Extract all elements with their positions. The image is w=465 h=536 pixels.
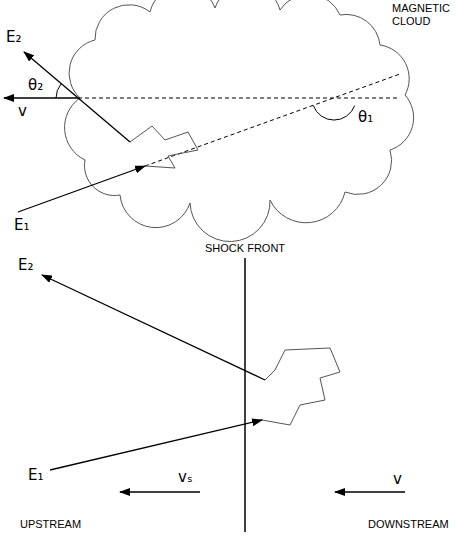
velocity-label: vₛ xyxy=(178,468,192,486)
cloud-label: MAGNETIC CLOUD xyxy=(392,2,460,28)
shock-front xyxy=(244,258,246,532)
dashed-line xyxy=(145,74,400,166)
velocity-arrow xyxy=(335,491,405,492)
velocity-label: v xyxy=(18,102,27,120)
angle-label: θ₁ xyxy=(358,108,373,126)
velocity-arrow xyxy=(120,491,200,492)
velocity-label: v xyxy=(393,470,402,488)
particle-path xyxy=(262,348,340,425)
velocity-arrow xyxy=(4,97,78,98)
region-label: DOWNSTREAM xyxy=(368,518,449,531)
shock-label: SHOCK FRONT xyxy=(205,242,285,255)
particle-path xyxy=(130,126,198,168)
angle-label: θ₂ xyxy=(28,76,43,94)
region-label: UPSTREAM xyxy=(20,518,81,531)
dashed-line xyxy=(78,98,400,99)
energy-arrow xyxy=(24,52,130,142)
energy-label: E₂ xyxy=(6,28,22,46)
angle-arc xyxy=(56,84,61,98)
angle-arc xyxy=(313,106,354,121)
energy-label: E₁ xyxy=(28,466,44,484)
energy-label: E₁ xyxy=(14,216,30,234)
energy-label: E₂ xyxy=(18,256,34,274)
energy-arrow xyxy=(18,166,145,212)
energy-arrow xyxy=(42,275,265,380)
magnetic-cloud xyxy=(65,0,414,242)
energy-arrow xyxy=(50,420,262,470)
